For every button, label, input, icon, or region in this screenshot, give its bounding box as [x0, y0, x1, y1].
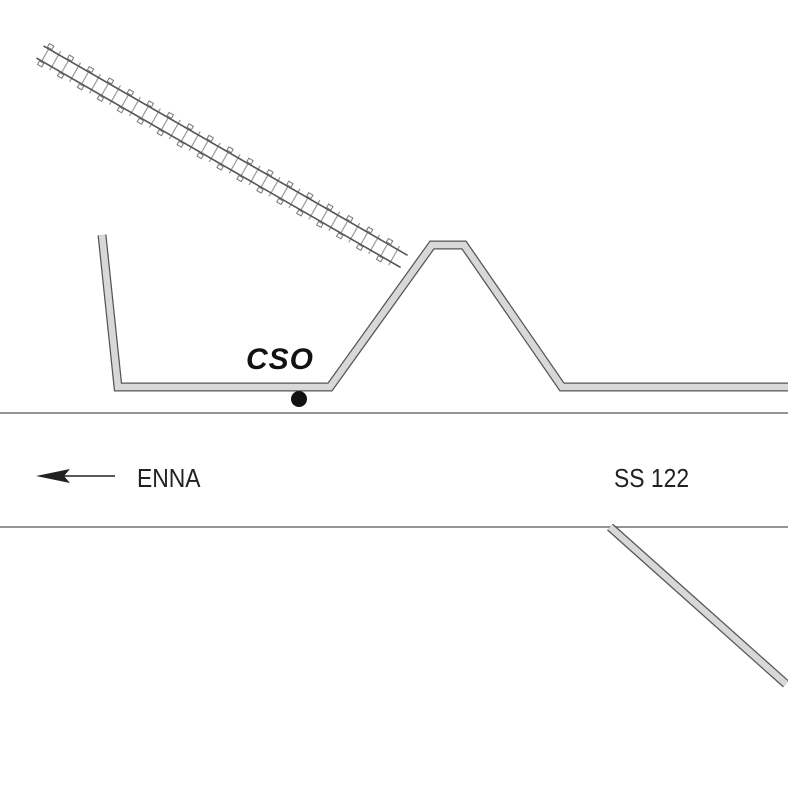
rail-plate	[266, 169, 274, 177]
rail-plate	[385, 237, 394, 246]
rail-plate	[286, 180, 294, 188]
rail-plate	[156, 129, 165, 137]
rail-plate	[236, 174, 244, 183]
rail-plate	[246, 157, 254, 165]
arrow-left-icon	[36, 469, 115, 483]
rail-plate	[86, 65, 95, 74]
road-name-label: SS 122	[614, 463, 690, 493]
rail-plate	[116, 106, 125, 114]
rail-plate	[276, 197, 284, 206]
rail-plate	[76, 83, 85, 91]
rail-plate	[315, 220, 324, 229]
rail-plate	[216, 163, 224, 171]
rail-plate	[96, 94, 105, 102]
rail-plate	[196, 151, 205, 160]
rail-plate	[166, 111, 175, 120]
rail-plate	[66, 54, 75, 62]
rail-plate	[325, 203, 334, 211]
rail-plate	[176, 140, 185, 148]
rail-plate	[296, 209, 304, 217]
main-road	[0, 412, 788, 528]
access-road	[97, 234, 788, 392]
dot-marker-icon	[291, 391, 307, 407]
rail-plate	[56, 71, 65, 80]
rail-plate	[355, 243, 364, 252]
rail-plate	[36, 60, 45, 68]
rail-plate	[46, 42, 55, 51]
rail-plate	[136, 117, 145, 125]
railway-track-icon	[36, 42, 408, 269]
direction-label: ENNA	[137, 463, 201, 493]
rail-plate	[226, 146, 234, 154]
rail-plate	[206, 134, 214, 142]
station-label: CSO	[246, 343, 315, 376]
rail-plate	[335, 232, 344, 240]
rail-plate	[365, 226, 374, 234]
branch-road	[607, 523, 788, 688]
rail-plate	[126, 88, 135, 97]
rail-plate	[345, 214, 354, 223]
rail-plate	[106, 77, 115, 85]
rail-plate	[256, 186, 264, 194]
rail-plate	[146, 100, 155, 108]
rail-plate	[305, 191, 314, 200]
rail-plate	[186, 123, 195, 131]
rail-plate	[375, 255, 384, 263]
